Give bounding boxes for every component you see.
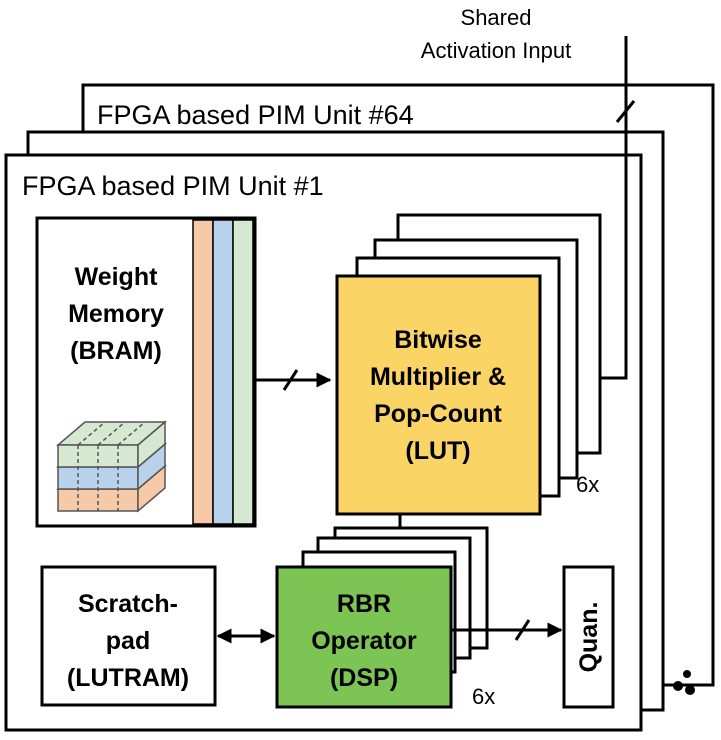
weight-memory-label-3: (BRAM): [70, 337, 162, 365]
weight-to-multiplier-arrow: [255, 369, 332, 391]
rbr-label-2: Operator: [311, 627, 417, 655]
weight-stripe-orange: [192, 219, 214, 525]
multiplier-label-4: (LUT): [405, 437, 470, 465]
input-label-line2: Activation Input: [421, 38, 571, 63]
rbr-label-1: RBR: [337, 590, 391, 618]
pim-unit-64-title: FPGA based PIM Unit #64: [97, 100, 414, 130]
weight-memory-label-1: Weight: [75, 263, 159, 291]
quantizer-block: [562, 565, 615, 709]
weight-stripe-green: [232, 219, 254, 525]
multiplier-label-2: Multiplier &: [370, 363, 506, 391]
scratchpad-block: [40, 565, 217, 707]
scratchpad-label-3: (LUTRAM): [67, 664, 189, 692]
rbr-to-quantizer-arrow: [451, 619, 563, 641]
bitwise-multiplier-block: [335, 274, 542, 516]
pim-unit-1-title: FPGA based PIM Unit #1: [22, 171, 324, 201]
scratchpad-label-1: Scratch-: [78, 590, 178, 618]
rbr-operator-block: [275, 565, 453, 709]
memory-bank-icon: [55, 420, 168, 513]
weight-stripe-blue: [212, 219, 234, 525]
rbr-count: 6x: [472, 684, 495, 709]
multiplier-label-3: Pop-Count: [374, 400, 502, 428]
multiplier-label-1: Bitwise: [394, 326, 482, 354]
multiplier-count: 6x: [576, 472, 599, 497]
quantizer-label: Quan.: [575, 602, 603, 673]
weight-memory-label-2: Memory: [68, 300, 164, 328]
scratchpad-label-2: pad: [106, 627, 150, 655]
more-units-dots: [673, 670, 695, 695]
rbr-label-3: (DSP): [330, 664, 398, 692]
input-label-line1: Shared: [461, 5, 532, 30]
